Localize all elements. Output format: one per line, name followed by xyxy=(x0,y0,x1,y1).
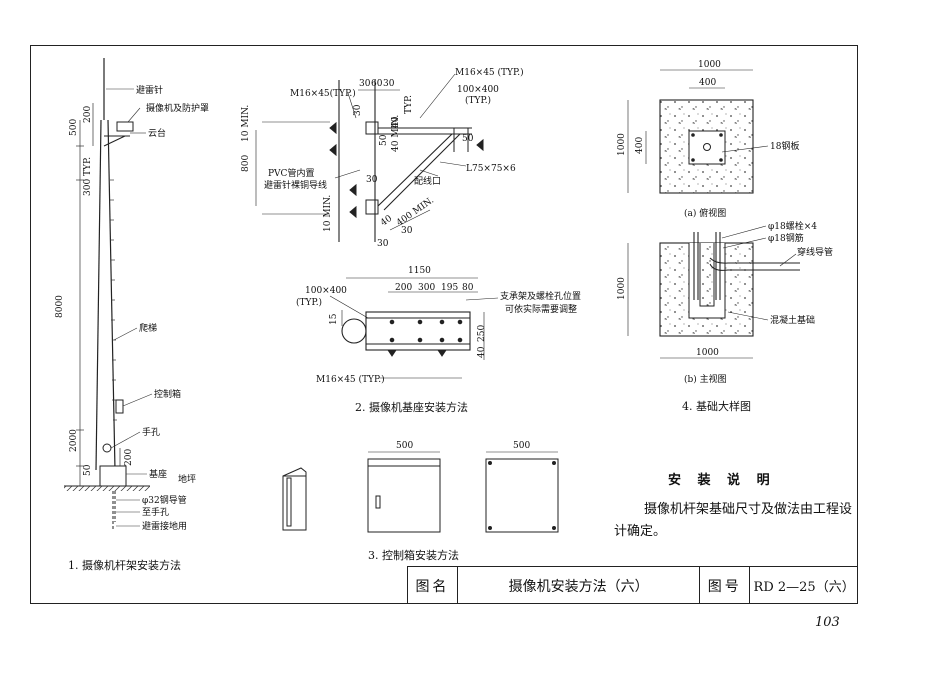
pole-labels: 避雷针 摄像机及防护罩 云台 爬梯 控制箱 手孔 基座 地坪 φ32钢导管 至手… xyxy=(55,84,209,572)
conduit-label: φ32钢导管 xyxy=(142,494,187,506)
dim-30-b: 30 xyxy=(383,79,395,89)
pvc-label-1: PVC管内置 xyxy=(268,167,314,179)
hand-hole-label: 手孔 xyxy=(142,426,160,438)
dim-30-d: 30 xyxy=(366,175,378,185)
plate-label: 18钢板 xyxy=(770,140,799,152)
plan-bolt-label: M16×45 (TYP.) xyxy=(316,374,385,385)
fig1-caption: 1. 摄像机杆架安装方法 xyxy=(68,558,181,572)
ground-label: 地坪 xyxy=(178,473,196,485)
dim-30-a: 30 xyxy=(359,79,371,89)
control-box-label: 控制箱 xyxy=(154,388,181,400)
front-view-caption: (b) 主视图 xyxy=(684,373,727,385)
box-width-2: 500 xyxy=(513,441,530,451)
dim-40-b: 40 xyxy=(379,214,394,229)
ladder-label: 爬梯 xyxy=(139,322,157,334)
dim-200: 200 xyxy=(395,283,412,293)
foundation-front-view xyxy=(627,225,800,359)
camera-label: 摄像机及防护罩 xyxy=(146,102,209,114)
top-dim-400-h: 400 xyxy=(635,137,645,154)
outlet-label: 配线口 xyxy=(414,175,441,187)
foundation-top-labels: 1000 400 1000 400 18钢板 (a) 俯视图 xyxy=(617,60,799,219)
plan-note-2: 可依实际需要调整 xyxy=(505,303,577,315)
dim-250: 250 xyxy=(477,325,487,342)
dim-2000: 2000 xyxy=(69,429,79,452)
grounding-label: 避雷接地用 xyxy=(142,520,187,532)
dim-15: 15 xyxy=(329,313,339,325)
fig2-caption: 2. 摄像机基座安装方法 xyxy=(355,400,468,414)
top-dim-1000-w: 1000 xyxy=(698,60,721,70)
dim-60: 60 xyxy=(371,79,383,89)
dim-300: 300 TYP. xyxy=(83,157,93,196)
plate-typ-label: (TYP.) xyxy=(465,95,491,106)
fig4-caption: 4. 基础大样图 xyxy=(682,399,751,413)
notes-body: 摄像机杆架基础尺寸及做法由工程设计确定。 xyxy=(614,502,853,539)
dim-500: 500 xyxy=(69,119,79,136)
dim-40: 40 xyxy=(391,116,401,128)
to-hand-hole-label: 至手孔 xyxy=(142,506,169,518)
dim-50-a: 50 xyxy=(379,134,389,146)
dim-50-b: 50 xyxy=(462,134,474,144)
dim-50: 50 xyxy=(83,464,93,476)
typ-small-label: TYP. xyxy=(404,95,414,114)
page-number: 103 xyxy=(815,615,840,630)
dim-1150: 1150 xyxy=(408,266,431,276)
top-dim-400-w: 400 xyxy=(699,78,716,88)
dim-800: 800 xyxy=(241,155,251,172)
lightning-rod-label: 避雷针 xyxy=(136,84,163,96)
dim-300: 300 xyxy=(418,283,435,293)
dim-40min: 40 MIN. xyxy=(391,115,401,152)
dim-40-plan: 40 xyxy=(477,346,487,358)
dim-195: 195 xyxy=(441,283,458,293)
pvc-label-2: 避雷针裸铜导线 xyxy=(264,179,327,191)
base-label: 基座 xyxy=(149,468,167,480)
foundation-front-labels: φ18螺栓×4 φ18钢筋 穿线导管 混凝土基础 1000 1000 (b) 主… xyxy=(617,220,833,413)
plan-note-1: 支承架及螺栓孔位置 xyxy=(500,290,581,302)
bolt-label-left: M16×45(TYP.) xyxy=(290,88,356,99)
dim-30-e: 30 xyxy=(377,239,389,249)
concrete-label: 混凝土基础 xyxy=(770,314,815,326)
fig3-caption: 3. 控制箱安装方法 xyxy=(368,548,459,562)
notes-title: 安 装 说 明 xyxy=(668,473,776,488)
control-box-views xyxy=(282,451,559,533)
foundation-top-view xyxy=(627,69,769,194)
title-block-name: 摄像机安装方法（六） xyxy=(458,567,701,604)
plan-typ-label: (TYP.) xyxy=(296,297,322,308)
title-block: 图名 摄像机安装方法（六） 图号 RD 2—25（六） xyxy=(407,566,858,604)
top-view-caption: (a) 俯视图 xyxy=(684,207,726,219)
drawing-frame xyxy=(30,45,858,604)
dim-10min-bot: 10 MIN. xyxy=(323,195,333,232)
dim-30-c: 30 xyxy=(353,104,363,116)
dim-10min-top: 10 MIN. xyxy=(241,105,251,142)
top-dim-1000-h: 1000 xyxy=(617,133,627,156)
front-dim-1000-w: 1000 xyxy=(696,348,719,358)
dim-80: 80 xyxy=(462,283,474,293)
title-block-name-label: 图名 xyxy=(408,567,458,604)
pole-elevation xyxy=(64,58,153,530)
conduit-label-fnd: 穿线导管 xyxy=(797,246,833,258)
bolt-label-right: M16×45 (TYP.) xyxy=(455,67,524,78)
title-block-number: RD 2—25（六） xyxy=(753,580,855,595)
plan-size-label: 100×400 xyxy=(305,286,347,296)
bracket-plan-view xyxy=(329,277,499,379)
bracket-side-view xyxy=(255,73,484,242)
dim-8000: 8000 xyxy=(55,295,65,318)
dim-30-f: 30 xyxy=(401,226,413,236)
pan-tilt-label: 云台 xyxy=(148,127,166,139)
dim-200-bot: 200 xyxy=(124,449,134,466)
box-width-1: 500 xyxy=(396,441,413,451)
bracket-plan-labels: 1150 200 300 195 80 100×400 (TYP.) 15 25… xyxy=(296,266,581,414)
plate-size-label: 100×400 xyxy=(457,85,499,95)
title-block-number-label: 图号 xyxy=(700,567,751,604)
angle-label: L75×75×6 xyxy=(466,164,516,174)
dim-400min: 400 MIN. xyxy=(395,196,436,229)
control-box-labels: 500 500 3. 控制箱安装方法 xyxy=(368,441,530,562)
rebar-label: φ18钢筋 xyxy=(768,232,804,244)
bracket-side-labels: M16×45(TYP.) M16×45 (TYP.) 100×400 (TYP.… xyxy=(241,67,524,249)
front-dim-1000-h: 1000 xyxy=(617,277,627,300)
bolts-label: φ18螺栓×4 xyxy=(768,220,817,232)
dim-200-top: 200 xyxy=(83,106,93,123)
